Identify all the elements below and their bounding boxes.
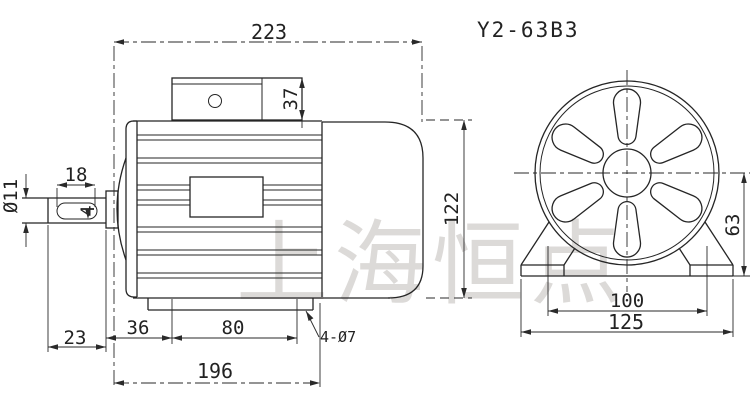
- dimension-arrows: [23, 39, 747, 386]
- svg-text:18: 18: [65, 164, 88, 186]
- dimension-foot-hole-span: 100: [547, 246, 708, 316]
- vent-slot: [612, 88, 642, 145]
- dimension-shaft-extension: 23: [47, 225, 107, 352]
- drawing-title: Y2-63B3: [477, 18, 580, 42]
- dimension-total-length: 223: [113, 20, 423, 387]
- dimension-arrowhead: [287, 335, 297, 341]
- dimension-frame-length: 196: [114, 303, 321, 387]
- side-view: 223 37 122 Ø11 18 4: [0, 20, 472, 387]
- svg-text:63: 63: [722, 214, 744, 237]
- dimension-arrowhead: [548, 308, 558, 314]
- dimension-arrowhead: [299, 110, 305, 120]
- dimension-arrowhead: [114, 39, 124, 45]
- svg-text:4-Ø7: 4-Ø7: [320, 328, 356, 346]
- dimension-foot-offset: 36 80: [106, 299, 298, 344]
- dimension-arrowhead: [172, 335, 182, 341]
- dimension-arrowhead: [114, 380, 124, 386]
- dimension-arrowhead: [741, 173, 747, 183]
- shaft-collar: [105, 190, 119, 229]
- vent-slot: [650, 123, 703, 164]
- motor-frame: [133, 120, 390, 299]
- svg-text:122: 122: [441, 192, 463, 226]
- dimension-arrowhead: [96, 344, 106, 350]
- svg-text:23: 23: [64, 327, 87, 349]
- shaft: [22, 197, 106, 224]
- svg-text:100: 100: [610, 290, 644, 312]
- dimension-arrowhead: [521, 329, 531, 335]
- shaft-hub-circle: [602, 148, 652, 198]
- svg-text:36: 36: [127, 317, 150, 339]
- end-shield: [125, 120, 137, 298]
- dimension-arrowhead: [23, 188, 29, 198]
- vent-slot: [650, 182, 703, 223]
- dimension-arrowhead: [23, 223, 29, 233]
- dimension-arrowhead: [162, 335, 172, 341]
- fan-cover-inner-circle: [539, 85, 715, 261]
- cooling-fins: [137, 134, 322, 279]
- bearing-boss: [116, 157, 127, 261]
- front-view: Y2-63B3 100: [477, 18, 750, 337]
- vent-slot: [612, 201, 642, 258]
- fan-cover-outer-circle: [534, 80, 720, 266]
- front-feet: [520, 221, 750, 277]
- dimension-arrowhead: [697, 308, 707, 314]
- dimension-arrowhead: [57, 182, 67, 188]
- vent-slot: [551, 182, 604, 223]
- dimension-base-width: 125: [520, 279, 734, 337]
- dimension-body-height: 122: [426, 119, 472, 299]
- dimension-arrowhead: [461, 120, 467, 130]
- svg-text:Ø11: Ø11: [0, 179, 22, 213]
- dimension-foot-spacing: 80: [222, 317, 245, 339]
- dimension-arrowhead: [723, 329, 733, 335]
- dimension-arrowhead: [106, 335, 116, 341]
- center-crosshair: [514, 70, 750, 292]
- svg-text:125: 125: [608, 310, 644, 334]
- dimension-arrowhead: [299, 78, 305, 88]
- vent-slot: [551, 123, 604, 164]
- dimension-arrowhead: [461, 288, 467, 298]
- svg-text:37: 37: [280, 88, 302, 111]
- dimension-arrowhead: [741, 266, 747, 276]
- svg-text:196: 196: [197, 359, 233, 383]
- cable-gland-hole: [208, 94, 222, 108]
- dimension-arrowhead: [85, 209, 91, 219]
- fan-cover: [322, 121, 424, 299]
- dimension-shaft-height: 63: [722, 173, 745, 276]
- dimension-arrowhead: [85, 182, 95, 188]
- dimension-arrowhead: [48, 344, 58, 350]
- side-feet: [147, 298, 314, 311]
- svg-text:223: 223: [251, 20, 287, 44]
- vent-slots: [551, 88, 703, 258]
- dimension-arrowhead: [306, 311, 314, 322]
- dimension-shaft-diameter: Ø11: [0, 174, 27, 247]
- dimension-arrowhead: [310, 380, 320, 386]
- dimension-arrowhead: [412, 39, 422, 45]
- nameplate: [189, 176, 264, 218]
- keyway: [56, 202, 98, 220]
